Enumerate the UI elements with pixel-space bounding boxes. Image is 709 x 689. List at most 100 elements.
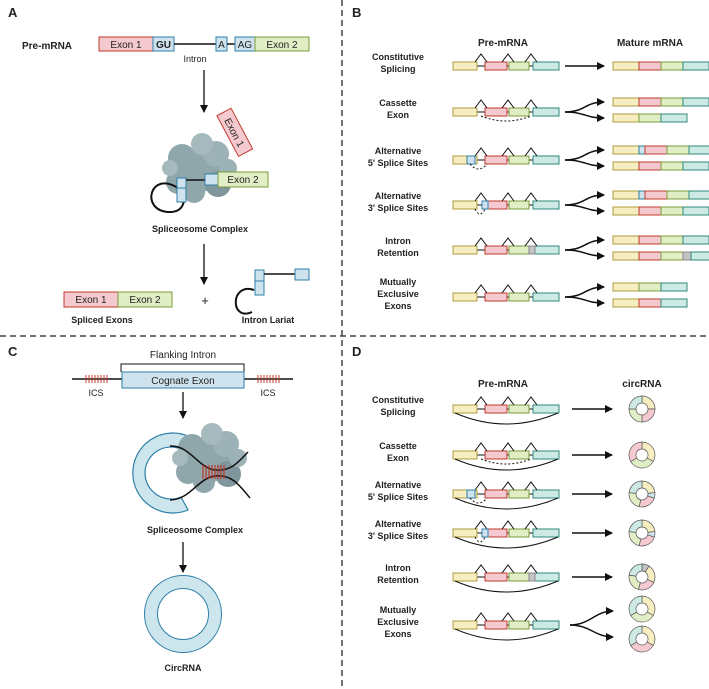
splice-caret xyxy=(501,481,515,491)
splice-caret xyxy=(474,481,488,491)
panel-b-pre-header: Pre-mRNA xyxy=(478,38,528,49)
exon-seg xyxy=(508,572,530,582)
splice-caret xyxy=(524,284,538,294)
exon-seg xyxy=(452,245,478,255)
alt-5ss xyxy=(466,489,476,499)
splice-caret xyxy=(524,53,538,63)
exon1-label: Exon 1 xyxy=(110,40,142,51)
panel-b-letter: B xyxy=(352,5,361,20)
mature-seg xyxy=(644,145,668,155)
splice-caret xyxy=(524,237,538,247)
alt-splice-dash xyxy=(474,208,486,215)
circ-segment xyxy=(628,492,642,508)
splice-caret xyxy=(524,612,538,622)
splice-caret xyxy=(474,99,488,109)
backsplice-arc xyxy=(454,536,559,549)
row-label: Exon xyxy=(387,110,409,120)
splice-caret xyxy=(501,396,515,406)
mature-seg xyxy=(660,206,684,216)
row-label: Exclusive xyxy=(377,617,419,627)
splice-caret xyxy=(474,237,488,247)
ics-left-label: ICS xyxy=(88,388,103,398)
exon-seg xyxy=(452,155,478,165)
exon-seg xyxy=(532,572,560,582)
plus-sign: + xyxy=(201,293,209,308)
exon-seg xyxy=(508,450,530,460)
mature-seg xyxy=(660,235,684,245)
splice-caret xyxy=(501,237,515,247)
circ-segment xyxy=(628,519,643,533)
mature-seg xyxy=(660,161,684,171)
exon-seg xyxy=(532,155,560,165)
c-ring-open xyxy=(132,432,189,514)
mature-seg xyxy=(612,235,640,245)
mature-seg xyxy=(638,235,662,245)
exon-seg xyxy=(532,107,560,117)
mature-seg xyxy=(638,206,662,216)
exon-seg xyxy=(484,450,508,460)
mature-seg xyxy=(660,282,688,292)
cognate-exon-box xyxy=(121,371,245,389)
circ-segment xyxy=(628,395,643,410)
mature-seg xyxy=(688,145,709,155)
splice-caret xyxy=(501,53,515,63)
panel-c-letter: C xyxy=(8,344,18,359)
splice-caret xyxy=(501,612,515,622)
mature-seg xyxy=(682,97,709,107)
row-label: Exon xyxy=(387,453,409,463)
mature-seg xyxy=(682,161,709,171)
backsplice-arc xyxy=(454,458,559,471)
circ-segment xyxy=(638,495,655,508)
panel-d-pre-header: Pre-mRNA xyxy=(478,379,528,390)
row-label: Intron xyxy=(385,236,411,246)
panel-d: D Pre-mRNA circRNA ConstitutiveSplicingC… xyxy=(352,344,662,653)
retained-intron xyxy=(528,572,536,582)
mature-seg xyxy=(612,206,640,216)
row-label: Exclusive xyxy=(377,289,419,299)
spliceosome-a xyxy=(162,133,237,203)
circ-arrow xyxy=(569,624,614,641)
cognate-exon-label: Cognate Exon xyxy=(151,376,214,387)
panel-c: C Flanking Intron Cognate Exon ICS ICS S… xyxy=(8,344,293,673)
splice-caret xyxy=(524,520,538,530)
exon-seg xyxy=(452,107,478,117)
mature-seg xyxy=(612,251,640,261)
backsplice-arc xyxy=(454,497,559,510)
row-label: 5' Splice Sites xyxy=(368,492,428,502)
mature-seg xyxy=(638,251,662,261)
splice-caret xyxy=(524,481,538,491)
svg-text:Exon 1: Exon 1 xyxy=(75,295,107,306)
mature-seg xyxy=(638,113,662,123)
row-label: Mutually xyxy=(380,605,417,615)
row-label: 3' Splice Sites xyxy=(368,203,428,213)
mature-seg xyxy=(682,251,692,261)
mature-seg xyxy=(682,235,709,245)
splice-arrow xyxy=(564,146,605,161)
splice-arrow xyxy=(564,236,605,251)
mature-seg xyxy=(660,298,688,308)
row-label: Cassette xyxy=(379,98,417,108)
row-label: 5' Splice Sites xyxy=(368,158,428,168)
panel-a: A Pre-mRNA Exon 1 GU A AG Exon 2 Intron … xyxy=(8,5,310,325)
exon-seg xyxy=(484,155,508,165)
alt-splice-dash xyxy=(480,115,532,122)
splice-caret xyxy=(474,396,488,406)
gu-label: GU xyxy=(156,40,171,51)
exon-seg xyxy=(532,200,560,210)
exon-seg xyxy=(532,292,560,302)
row-label: Intron xyxy=(385,563,411,573)
mature-seg xyxy=(638,61,662,71)
ics-right-ticks xyxy=(257,375,280,383)
exon-seg xyxy=(532,404,560,414)
exon-seg xyxy=(508,107,530,117)
ag-label: AG xyxy=(238,40,253,51)
exon-seg xyxy=(532,61,560,71)
row-label: Retention xyxy=(377,575,419,585)
retained-intron xyxy=(528,245,536,255)
